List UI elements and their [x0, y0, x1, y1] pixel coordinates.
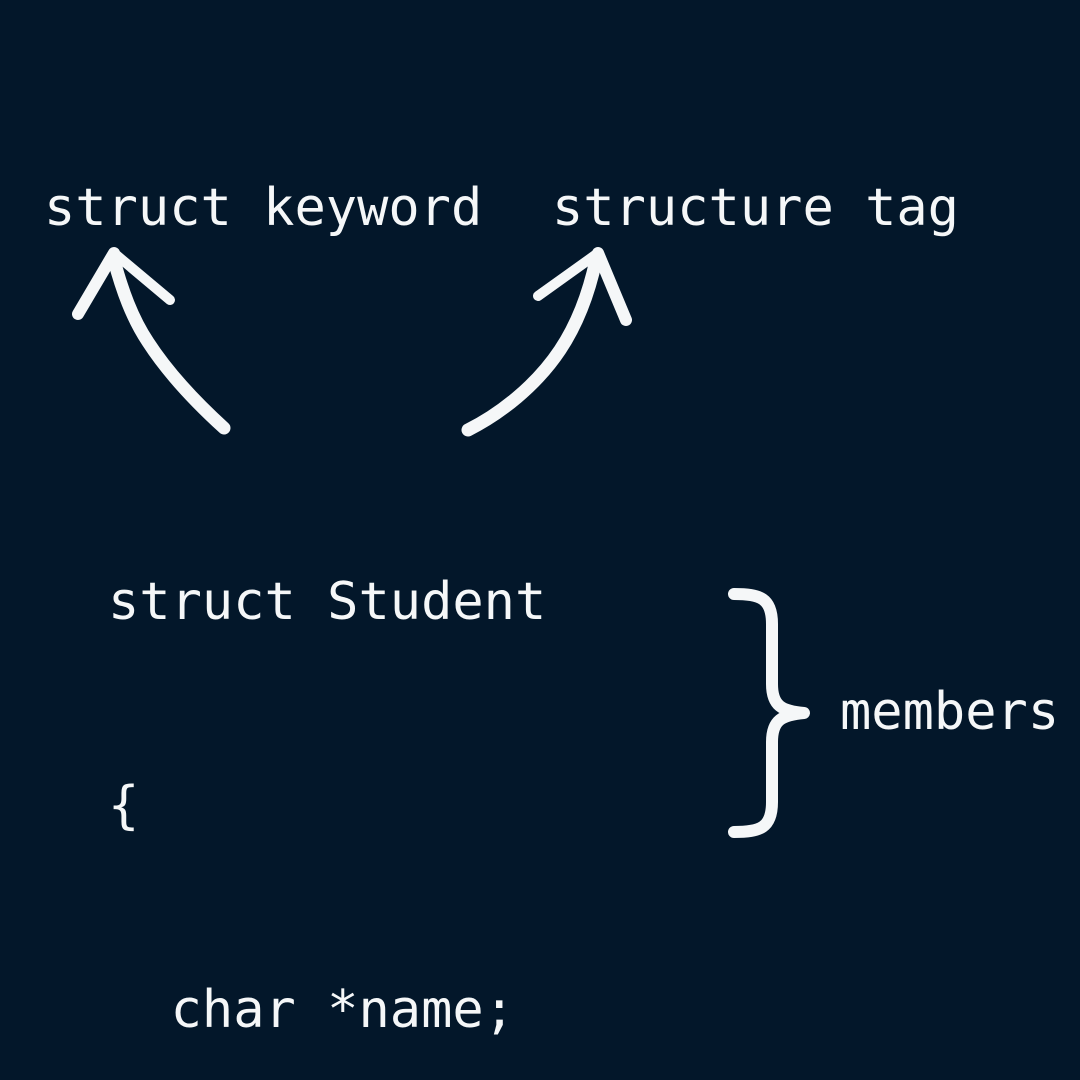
right-curly-brace-icon — [728, 588, 810, 838]
code-block: struct Student { char *name; int std_id;… — [108, 432, 703, 1080]
code-line: struct Student — [108, 572, 547, 632]
curved-arrow-up-left-icon — [72, 247, 231, 435]
structure-tag-label: structure tag — [552, 178, 959, 238]
code-line: char *name; — [108, 980, 515, 1040]
struct-keyword-label: struct keyword — [44, 178, 483, 238]
code-line: { — [108, 776, 140, 836]
members-label: members — [840, 682, 1060, 742]
curved-arrow-up-right-icon — [461, 247, 632, 437]
